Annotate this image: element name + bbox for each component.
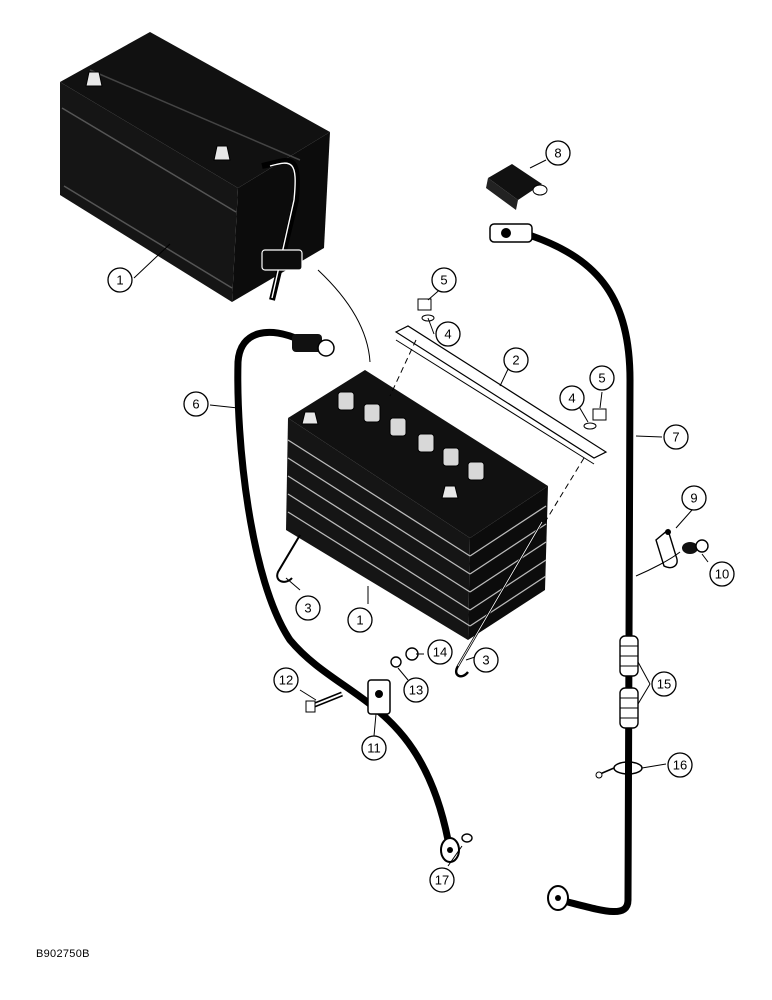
svg-text:13: 13 — [409, 683, 423, 698]
callout-9: 9 — [681, 485, 707, 511]
svg-text:2: 2 — [512, 353, 519, 368]
callout-17: 17 — [429, 867, 455, 893]
positive-cable — [528, 232, 634, 916]
svg-text:9: 9 — [690, 491, 697, 506]
svg-text:12: 12 — [279, 673, 293, 688]
callout-6: 6 — [183, 391, 209, 417]
callout-16: 16 — [667, 752, 693, 778]
svg-text:16: 16 — [673, 758, 687, 773]
callout-13: 13 — [403, 677, 429, 703]
upper-nut — [695, 539, 709, 553]
svg-text:11: 11 — [367, 741, 381, 756]
lock-washer — [390, 656, 402, 668]
negative-lug — [440, 837, 460, 863]
positive-clamp — [489, 223, 533, 243]
callout-15: 15 — [651, 671, 677, 697]
svg-text:6: 6 — [192, 397, 199, 412]
svg-text:5: 5 — [598, 371, 605, 386]
svg-text:4: 4 — [444, 327, 451, 342]
cable-clamp — [367, 679, 391, 715]
connection-leader — [317, 269, 371, 363]
upper-battery — [60, 32, 330, 302]
callout-8: 8 — [545, 140, 571, 166]
svg-text:8: 8 — [554, 146, 561, 161]
svg-text:3: 3 — [304, 601, 311, 616]
svg-text:3: 3 — [482, 653, 489, 668]
hold-down-rod-right — [454, 521, 544, 678]
figure-id: B902750B — [36, 948, 90, 960]
bolt — [305, 691, 343, 713]
callout-11: 11 — [361, 735, 387, 761]
svg-text:7: 7 — [672, 430, 679, 445]
callout-5a: 5 — [431, 267, 457, 293]
negative-clamp — [292, 334, 335, 357]
callout-10: 10 — [709, 561, 735, 587]
cable-clamp-upper — [655, 528, 698, 569]
svg-text:1: 1 — [116, 273, 123, 288]
callout-1a: 1 — [107, 267, 133, 293]
tie-ring — [595, 761, 643, 779]
hold-down-bar — [394, 325, 608, 465]
callout-3a: 3 — [295, 595, 321, 621]
nut-left — [417, 298, 432, 311]
negative-cable — [234, 328, 452, 844]
terminal-cover — [486, 164, 548, 210]
callout-3b: 3 — [473, 647, 499, 673]
lower-battery — [286, 370, 548, 640]
hold-down-rod-left — [276, 534, 301, 583]
svg-text:1: 1 — [356, 613, 363, 628]
leader-lines — [133, 159, 709, 867]
washer-right — [583, 422, 597, 430]
small-washer — [461, 833, 473, 843]
nut-right — [592, 408, 607, 421]
svg-text:4: 4 — [568, 391, 575, 406]
callout-7: 7 — [663, 424, 689, 450]
svg-text:15: 15 — [657, 677, 671, 692]
callout-5b: 5 — [589, 365, 615, 391]
svg-text:14: 14 — [433, 645, 447, 660]
svg-text:17: 17 — [435, 873, 449, 888]
callout-4b: 4 — [559, 385, 585, 411]
positive-lug — [547, 885, 569, 911]
svg-text:10: 10 — [715, 567, 729, 582]
callout-12: 12 — [273, 667, 299, 693]
callout-2: 2 — [503, 347, 529, 373]
svg-text:5: 5 — [440, 273, 447, 288]
callout-4a: 4 — [435, 321, 461, 347]
callout-14: 14 — [427, 639, 453, 665]
callout-1b: 1 — [347, 607, 373, 633]
